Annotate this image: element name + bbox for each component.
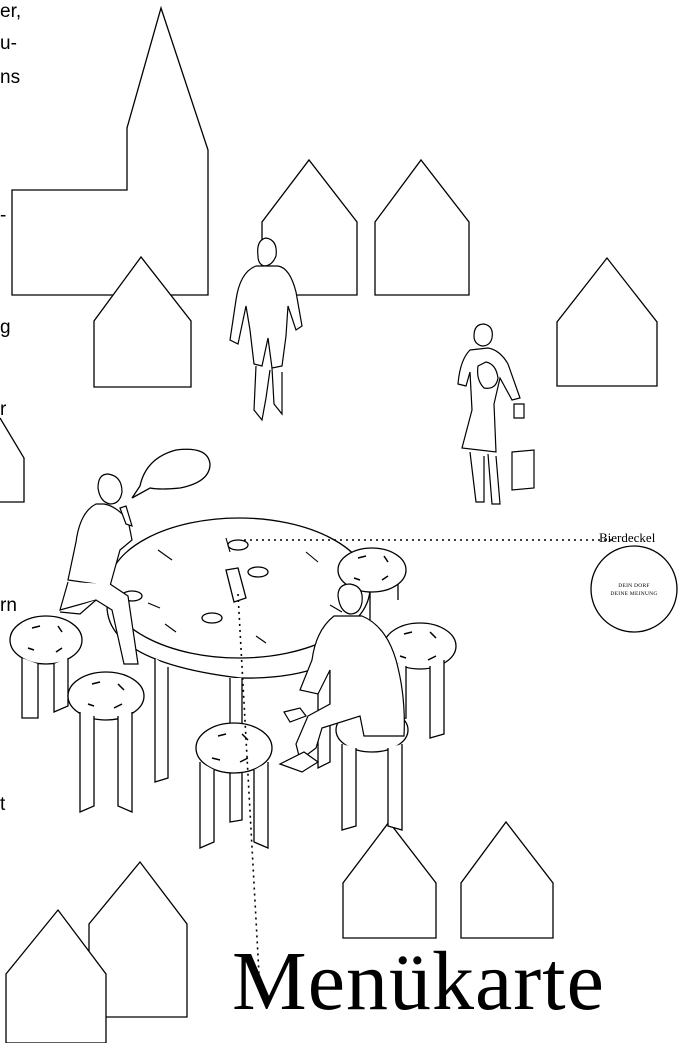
leader-line-menukarte — [237, 593, 261, 993]
house-outline — [342, 820, 437, 939]
stool — [195, 722, 273, 849]
text-fragment-1: er, — [0, 1, 22, 22]
coaster-text-line2: DEINE MEINUNG — [610, 591, 657, 597]
text-fragment-4: - — [0, 205, 7, 226]
text-fragment-5: g — [0, 317, 11, 338]
woman-with-child — [457, 323, 535, 505]
text-fragment-9: t — [0, 794, 6, 815]
stool — [67, 671, 145, 813]
coaster-text-line1: DEIN DORF — [618, 583, 649, 589]
stool — [383, 622, 457, 739]
menukarte-title: Menükarte — [232, 935, 605, 1028]
seated-person-left — [59, 473, 139, 665]
text-fragment-8: rn — [0, 595, 17, 616]
house-outline — [460, 820, 554, 939]
speech-bubble — [131, 448, 211, 499]
text-fragment-3: ns — [0, 67, 21, 88]
house-outline — [88, 860, 188, 1018]
house-outline — [5, 908, 107, 1043]
bierdeckel-coaster — [590, 545, 678, 633]
round-table — [106, 517, 371, 823]
walking-person — [229, 237, 303, 422]
church-outline — [11, 5, 209, 296]
bierdeckel-label: Bierdeckel — [599, 530, 656, 545]
house-outline — [374, 158, 470, 296]
text-fragment-2: u- — [0, 33, 17, 54]
sign-fragment — [0, 417, 25, 503]
house-outline — [261, 158, 358, 296]
stool — [9, 615, 83, 719]
house-outline — [93, 255, 192, 388]
text-fragment-6: r — [0, 399, 7, 420]
house-outline — [556, 256, 658, 387]
seated-person-right — [278, 583, 405, 773]
